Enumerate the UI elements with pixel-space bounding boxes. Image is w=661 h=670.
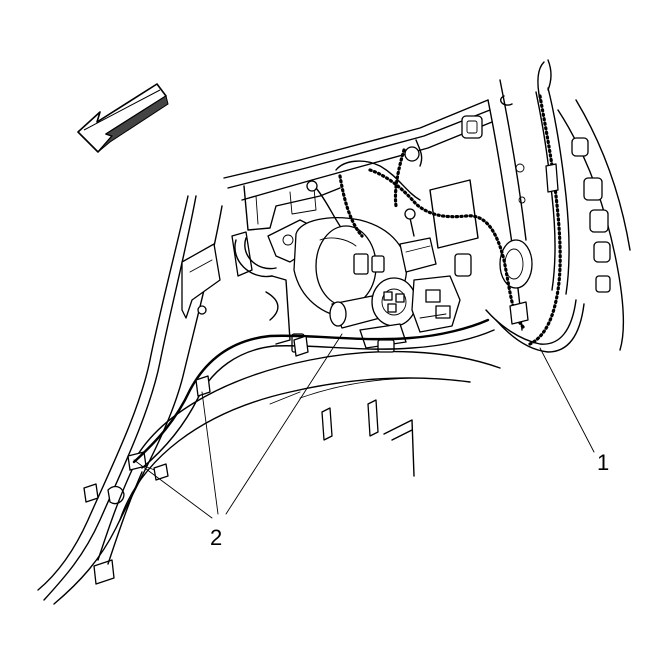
callout-2: 2 <box>133 333 343 550</box>
leader-line-2b <box>201 391 219 515</box>
upper-wiring-harness <box>306 148 526 330</box>
main-wiring-harness <box>97 237 585 565</box>
callout-1: 1 <box>539 347 609 475</box>
forward-arrow-icon <box>77 83 169 153</box>
wheelhouse-arch <box>119 350 501 521</box>
floor-brackets <box>321 399 415 477</box>
motor-assembly <box>265 217 461 353</box>
left-trim-brackets <box>83 231 253 585</box>
leader-line-1 <box>539 347 595 453</box>
body-panel-outline <box>37 79 631 605</box>
callout-label-2: 2 <box>210 525 222 550</box>
leader-line-2a <box>133 459 213 519</box>
leader-line-2c <box>225 333 343 515</box>
right-wiring-harness <box>528 59 570 346</box>
callout-label-1: 1 <box>597 450 609 475</box>
